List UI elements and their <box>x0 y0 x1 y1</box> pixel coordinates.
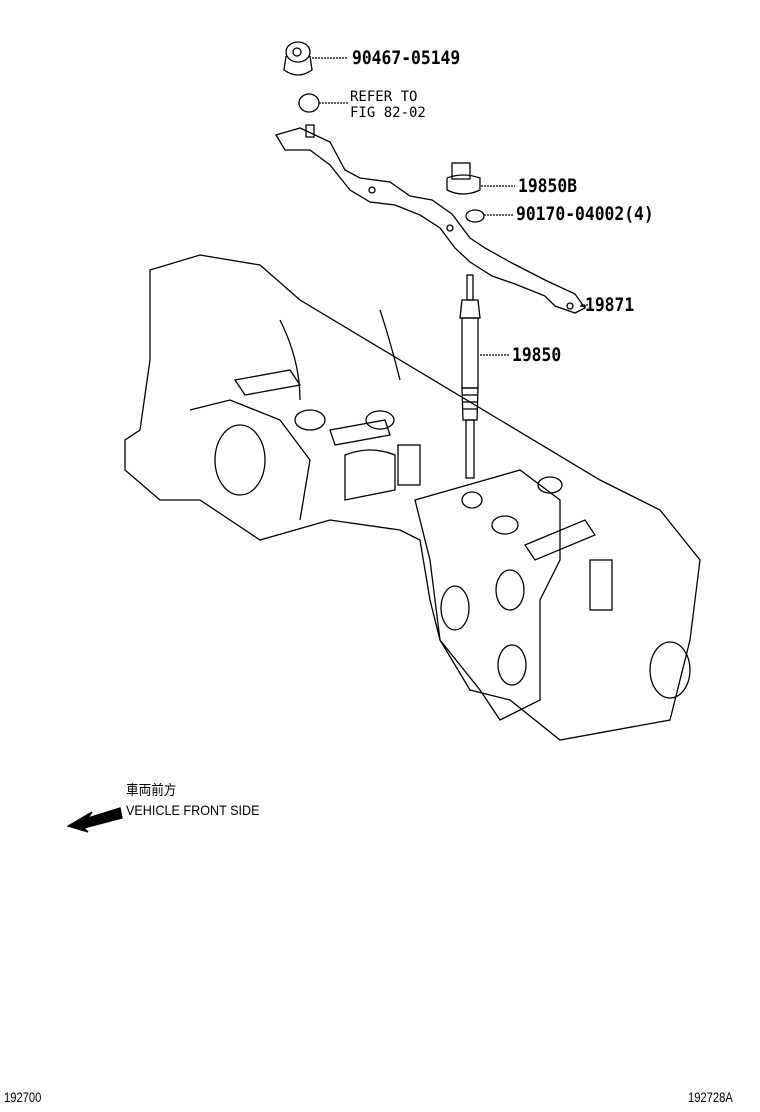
footer-left-code: 192700 <box>4 1089 42 1105</box>
small-nut-drawing <box>298 93 348 113</box>
part-label-19850[interactable]: 19850 <box>512 344 562 366</box>
part-label-90467-05149[interactable]: 90467-05149 <box>352 47 461 69</box>
direction-japanese: 車両前方 <box>126 782 177 798</box>
part-label-19871[interactable]: 19871 <box>585 294 635 316</box>
footer-right-code: 192728A <box>688 1089 733 1105</box>
arrow-left-icon <box>66 807 123 833</box>
nut-part-drawing <box>283 41 348 76</box>
reference-note[interactable]: REFER TO FIG 82-02 <box>350 89 426 121</box>
reference-line-2: FIG 82-02 <box>350 105 426 121</box>
cylinder-head-drawing <box>124 254 701 741</box>
connector-drawing <box>446 162 586 307</box>
part-label-90170-04002[interactable]: 90170-04002(4) <box>516 203 654 225</box>
part-label-19850b[interactable]: 19850B <box>518 175 578 197</box>
glow-plug-drawing <box>459 274 510 509</box>
direction-english: VEHICLE FRONT SIDE <box>126 802 260 818</box>
reference-line-1: REFER TO <box>350 89 418 105</box>
bus-bar-drawing <box>275 127 586 314</box>
